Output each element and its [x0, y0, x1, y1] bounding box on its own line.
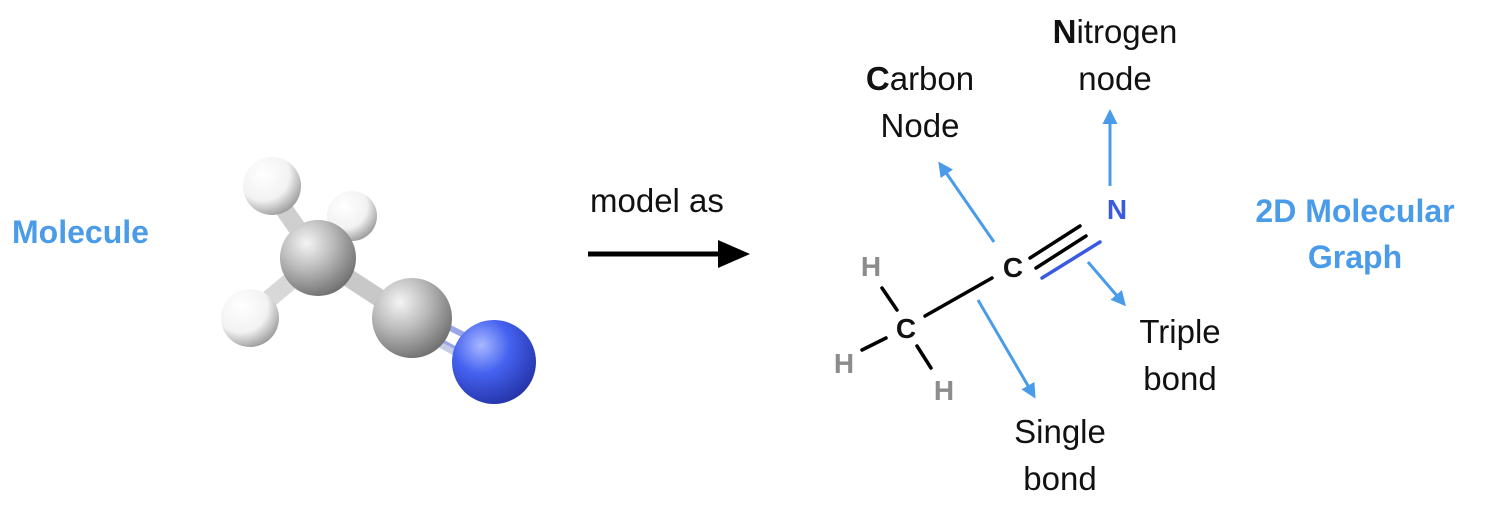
triple-label-line1: Triple — [1139, 313, 1221, 350]
graph-title-line1: 2D Molecular — [1255, 193, 1455, 229]
carbon-atom-methyl — [280, 220, 356, 296]
arrow-label: model as — [590, 182, 724, 219]
carbon-label-line2: Node — [880, 107, 960, 144]
nitrogen-node-label: Nitrogen node — [1030, 8, 1200, 102]
hydrogen-atom-top — [243, 157, 301, 215]
nitrogen-label-rest: itrogen — [1076, 13, 1178, 50]
nitrogen-atom — [452, 320, 536, 404]
hydrogen-atom-left — [221, 289, 279, 347]
molecule-title: Molecule — [12, 214, 149, 250]
carbon-atom-nitrile — [372, 278, 452, 358]
graph-title-line2: Graph — [1307, 239, 1403, 275]
single-label-line1: Single — [1014, 413, 1106, 450]
triple-bond-label: Triple bond — [1110, 308, 1250, 402]
carbon-label-initial: C — [865, 60, 890, 97]
carbon-node-label: Carbon Node — [840, 55, 1000, 149]
carbon-label-rest: arbon — [889, 60, 975, 97]
nitrogen-label-initial: N — [1052, 13, 1077, 50]
triple-label-line2: bond — [1143, 360, 1217, 397]
nitrogen-label-line2: node — [1078, 60, 1152, 97]
single-label-line2: bond — [1023, 460, 1097, 497]
graph-title: 2D Molecular Graph — [1220, 188, 1490, 280]
single-bond-label: Single bond — [990, 408, 1130, 502]
